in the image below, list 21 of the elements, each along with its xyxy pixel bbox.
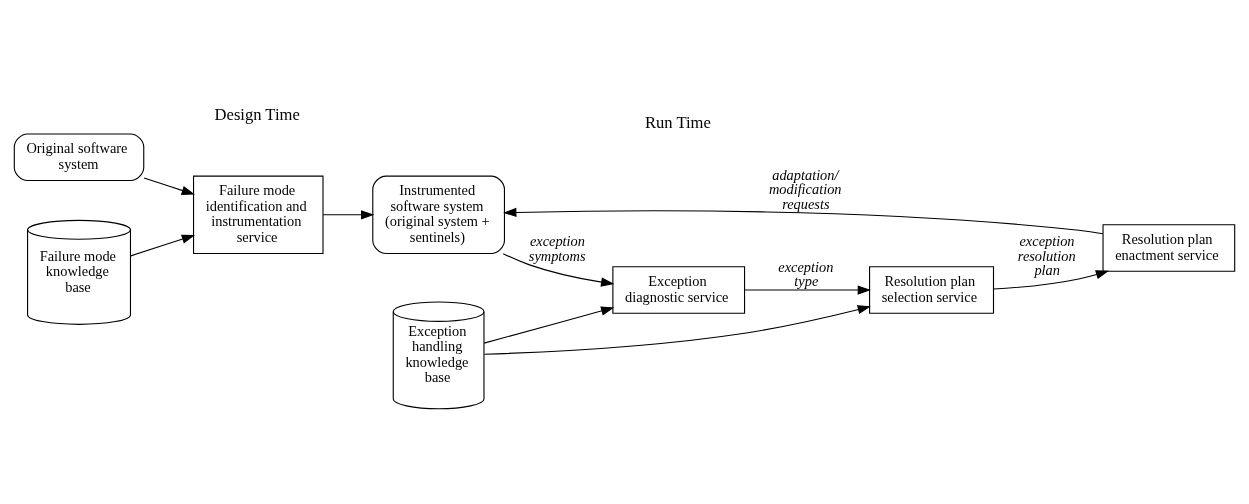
label: Design Time [214, 104, 300, 124]
node-box: Exception diagnostic service [612, 265, 746, 314]
arrow [483, 305, 615, 344]
edge-label: exception type [778, 258, 834, 289]
node-box: Resolution plan enactment service [1102, 223, 1236, 272]
edge-label: adaptation/ modification requests [768, 166, 842, 212]
arrow [483, 304, 871, 355]
arrow [744, 284, 871, 295]
node-box: Failure mode identification and instrumentation service [193, 175, 324, 254]
arrow [143, 177, 195, 195]
arrow [992, 269, 1110, 289]
edge-label: exception symptoms [528, 232, 586, 264]
node-box: Original software system [13, 133, 145, 181]
arrow [502, 252, 615, 287]
label: Run Time [644, 112, 711, 132]
arrow [503, 207, 1104, 234]
node-box: Instrumented software system (original system + sentinels) [372, 175, 505, 254]
arrow [130, 234, 196, 256]
edge-label: exception resolution plan [1017, 232, 1076, 278]
node-box: Resolution plan selection service [869, 265, 995, 314]
arrow [322, 209, 375, 219]
